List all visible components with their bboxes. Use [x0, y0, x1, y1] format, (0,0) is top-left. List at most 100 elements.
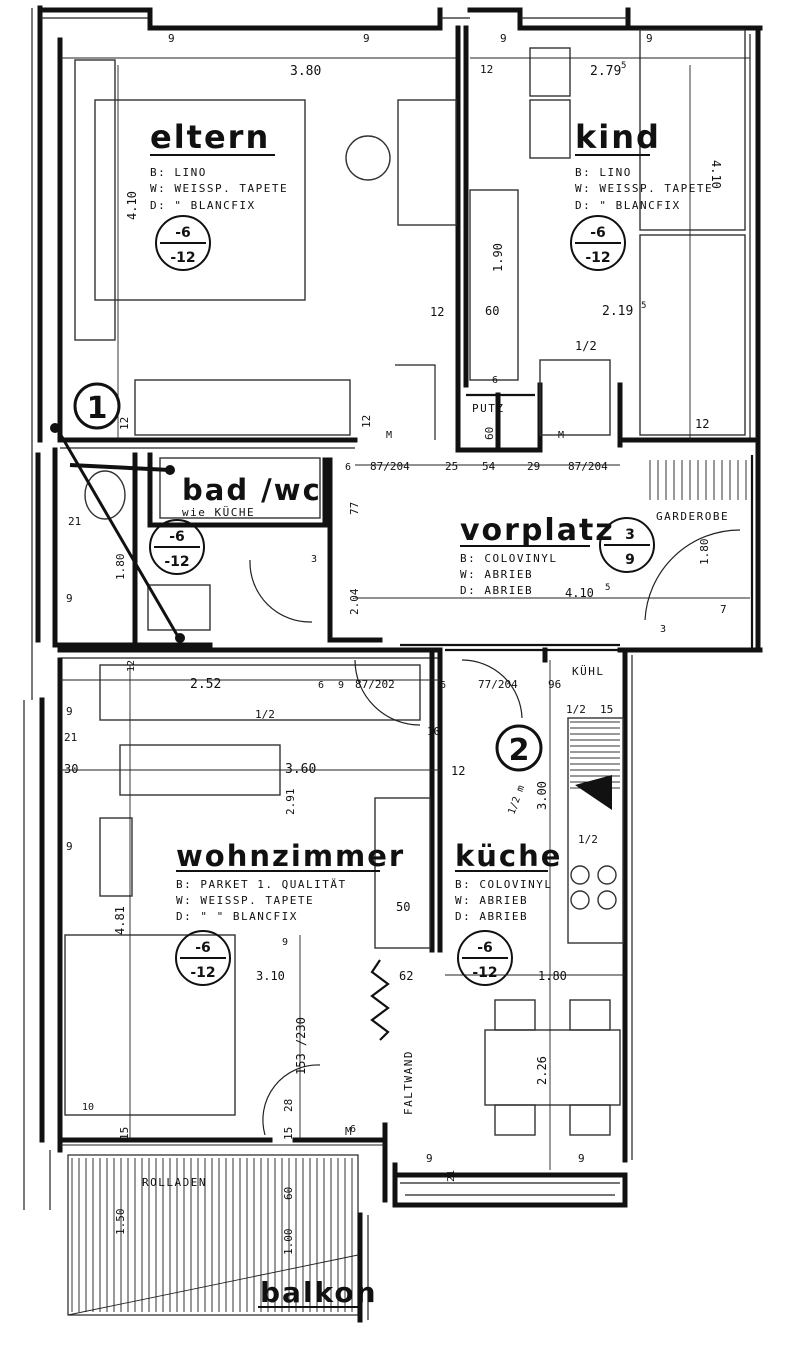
svg-text:77/204: 77/204 — [478, 678, 518, 691]
room-kueche-name: küche — [455, 839, 562, 873]
svg-text:77: 77 — [348, 502, 361, 515]
svg-text:9: 9 — [338, 680, 344, 691]
room-kind-spec-d: D: " BLANCFIX — [575, 199, 681, 212]
svg-text:-12: -12 — [585, 250, 610, 266]
svg-text:1/2 m: 1/2 m — [506, 784, 527, 816]
room-vorplatz-spec-w: W: ABRIEB — [460, 568, 533, 581]
room-wohnzimmer-spec-b: B: PARKET 1. QUALITÄT — [176, 878, 347, 891]
svg-text:-6: -6 — [175, 225, 191, 241]
svg-text:21: 21 — [446, 1170, 457, 1182]
svg-text:10: 10 — [82, 1102, 94, 1113]
room-bad-name: bad /wc — [182, 473, 322, 507]
svg-text:6: 6 — [440, 680, 446, 691]
badge-vorplatz: 3 9 — [599, 517, 655, 573]
svg-text:96: 96 — [548, 678, 561, 691]
svg-text:87/204: 87/204 — [370, 460, 410, 473]
doors — [249, 364, 741, 1136]
svg-text:25: 25 — [445, 460, 458, 473]
svg-text:10: 10 — [427, 725, 440, 738]
room-labels: eltern B: LINO W: WEISSP. TAPETE D: " BL… — [142, 118, 728, 1309]
svg-text:M: M — [558, 430, 564, 441]
svg-text:6: 6 — [492, 375, 498, 386]
room-wohnzimmer-spec-d: D: " " BLANCFIX — [176, 910, 298, 923]
svg-text:3.00: 3.00 — [535, 781, 549, 810]
room-vorplatz-spec-d: D: ABRIEB — [460, 584, 533, 597]
svg-text:1.90: 1.90 — [491, 243, 505, 272]
outer-walls — [23, 5, 763, 1210]
svg-text:12: 12 — [430, 305, 444, 319]
svg-text:2.79: 2.79 — [590, 64, 621, 79]
svg-text:-6: -6 — [477, 940, 493, 956]
svg-text:1.00: 1.00 — [282, 1229, 295, 1256]
room-kueche-spec-d: D: ABRIEB — [455, 910, 528, 923]
svg-text:54: 54 — [482, 460, 496, 473]
svg-text:4.10: 4.10 — [565, 586, 594, 600]
svg-text:60: 60 — [485, 304, 499, 318]
badge-kueche: -6 -12 — [457, 930, 513, 986]
svg-text:9: 9 — [646, 32, 653, 45]
svg-text:M: M — [345, 1125, 352, 1138]
marker-two: 2 — [495, 724, 543, 772]
svg-text:15: 15 — [118, 1127, 131, 1140]
room-kind-spec-b: B: LINO — [575, 166, 632, 179]
svg-text:9: 9 — [625, 552, 635, 568]
dimension-lines — [60, 57, 750, 1170]
svg-text:2.52: 2.52 — [190, 677, 221, 692]
room-vorplatz-spec-b: B: COLOVINYL — [460, 552, 557, 565]
svg-text:3: 3 — [625, 527, 635, 543]
room-kind-name: kind — [575, 118, 661, 156]
svg-text:6: 6 — [345, 462, 351, 473]
svg-text:9: 9 — [168, 32, 175, 45]
svg-text:-6: -6 — [195, 940, 211, 956]
svg-text:1.80: 1.80 — [538, 969, 567, 983]
marker-one-line — [50, 423, 185, 643]
svg-text:6: 6 — [318, 680, 324, 691]
svg-text:87/204: 87/204 — [568, 460, 608, 473]
svg-text:12: 12 — [118, 417, 131, 430]
svg-text:3: 3 — [660, 624, 666, 635]
badge-kind: -6 -12 — [570, 215, 626, 271]
svg-text:15: 15 — [600, 703, 613, 716]
svg-text:21: 21 — [68, 515, 81, 528]
svg-text:21: 21 — [64, 731, 77, 744]
rollladen-label: ROLLADEN — [142, 1176, 207, 1189]
svg-text:-12: -12 — [164, 554, 189, 570]
room-balkon-name: balkon — [260, 1276, 378, 1309]
svg-text:15: 15 — [282, 1127, 295, 1140]
badge-wohnzimmer: -6 -12 — [175, 930, 231, 986]
svg-text:87/202: 87/202 — [355, 678, 395, 691]
svg-text:12: 12 — [451, 764, 465, 778]
room-eltern-name: eltern — [150, 118, 270, 156]
svg-text:4.10: 4.10 — [709, 160, 723, 189]
room-kueche-spec-w: W: ABRIEB — [455, 894, 528, 907]
svg-text:1.50: 1.50 — [114, 1209, 127, 1236]
svg-text:-12: -12 — [472, 965, 497, 981]
svg-text:3.10: 3.10 — [256, 969, 285, 983]
svg-text:5: 5 — [605, 583, 610, 593]
svg-text:-6: -6 — [169, 529, 185, 545]
svg-text:12: 12 — [480, 63, 493, 76]
svg-text:2.19: 2.19 — [602, 304, 633, 319]
svg-text:9: 9 — [500, 32, 507, 45]
svg-text:M: M — [386, 430, 392, 441]
svg-text:1/2: 1/2 — [578, 833, 598, 846]
svg-text:60: 60 — [282, 1187, 295, 1200]
svg-text:4.10: 4.10 — [125, 191, 139, 220]
faltwand-label: FALTWAND — [402, 1050, 415, 1115]
room-kind-spec-w: W: WEISSP. TAPETE — [575, 182, 713, 195]
svg-text:1/2: 1/2 — [566, 703, 586, 716]
svg-text:3.60: 3.60 — [285, 762, 316, 777]
svg-text:50: 50 — [396, 900, 410, 914]
svg-text:4.81: 4.81 — [113, 906, 127, 935]
room-vorplatz-name: vorplatz — [460, 513, 615, 548]
svg-text:2.26: 2.26 — [535, 1056, 549, 1085]
svg-text:9: 9 — [66, 840, 73, 853]
svg-text:1: 1 — [87, 391, 108, 426]
svg-text:9: 9 — [66, 592, 73, 605]
svg-text:12: 12 — [126, 660, 137, 672]
balkon-hatch — [67, 1154, 369, 1323]
dimension-labels: 3.80 2.79 5 4.10 4.10 1.90 60 2.19 5 1/2… — [64, 32, 727, 1255]
svg-text:-12: -12 — [190, 965, 215, 981]
svg-text:1.80: 1.80 — [698, 539, 711, 566]
svg-text:6: 6 — [350, 1124, 356, 1135]
